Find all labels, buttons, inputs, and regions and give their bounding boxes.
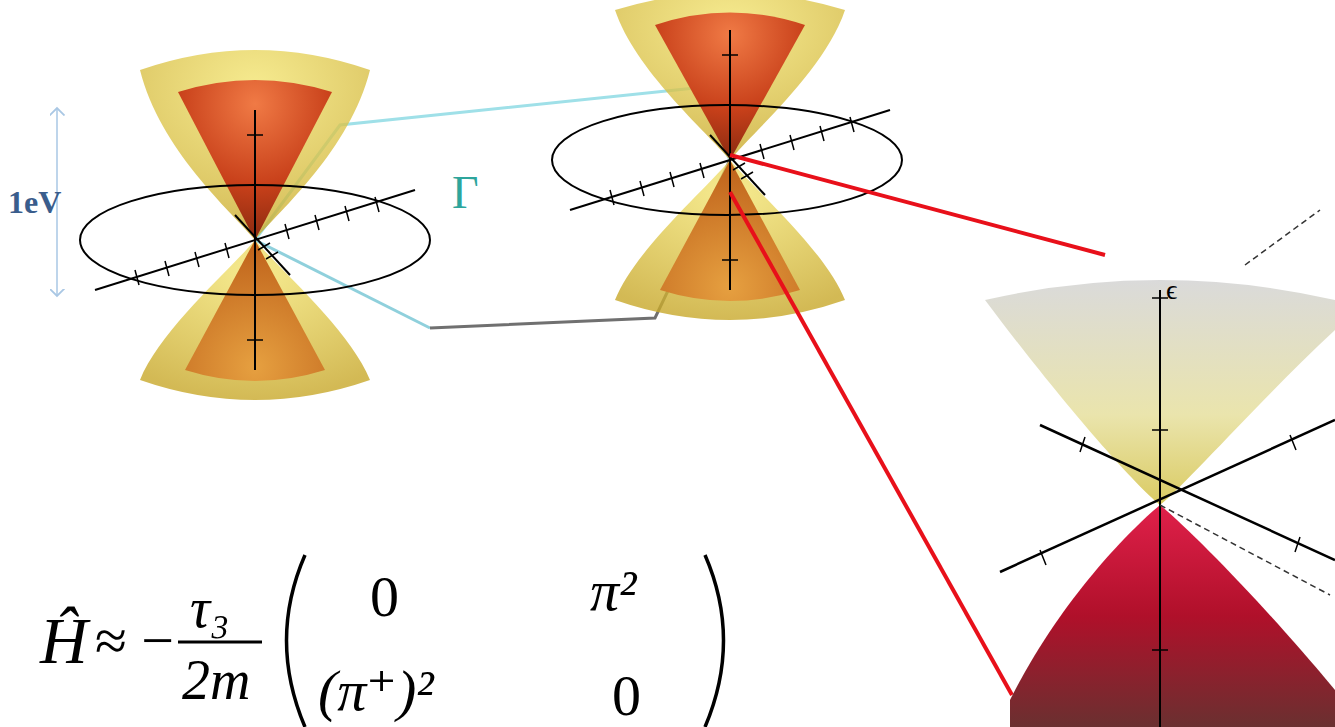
matrix-entry: π² [590, 562, 636, 620]
point-label: Γ [452, 170, 479, 216]
formula-operator: ≈ − [95, 612, 174, 670]
axis-label: ϵ [1166, 276, 1177, 304]
matrix-entry: 0 [612, 667, 641, 725]
scale-label: 1eV [8, 186, 61, 218]
matrix-entry: (π⁺)² [318, 662, 434, 720]
formula-denominator: 2m [182, 652, 250, 708]
formula-symbol: Ĥ [40, 608, 88, 674]
matrix-entry: 0 [370, 568, 399, 626]
formula-numerator: τ₃ [190, 580, 230, 636]
